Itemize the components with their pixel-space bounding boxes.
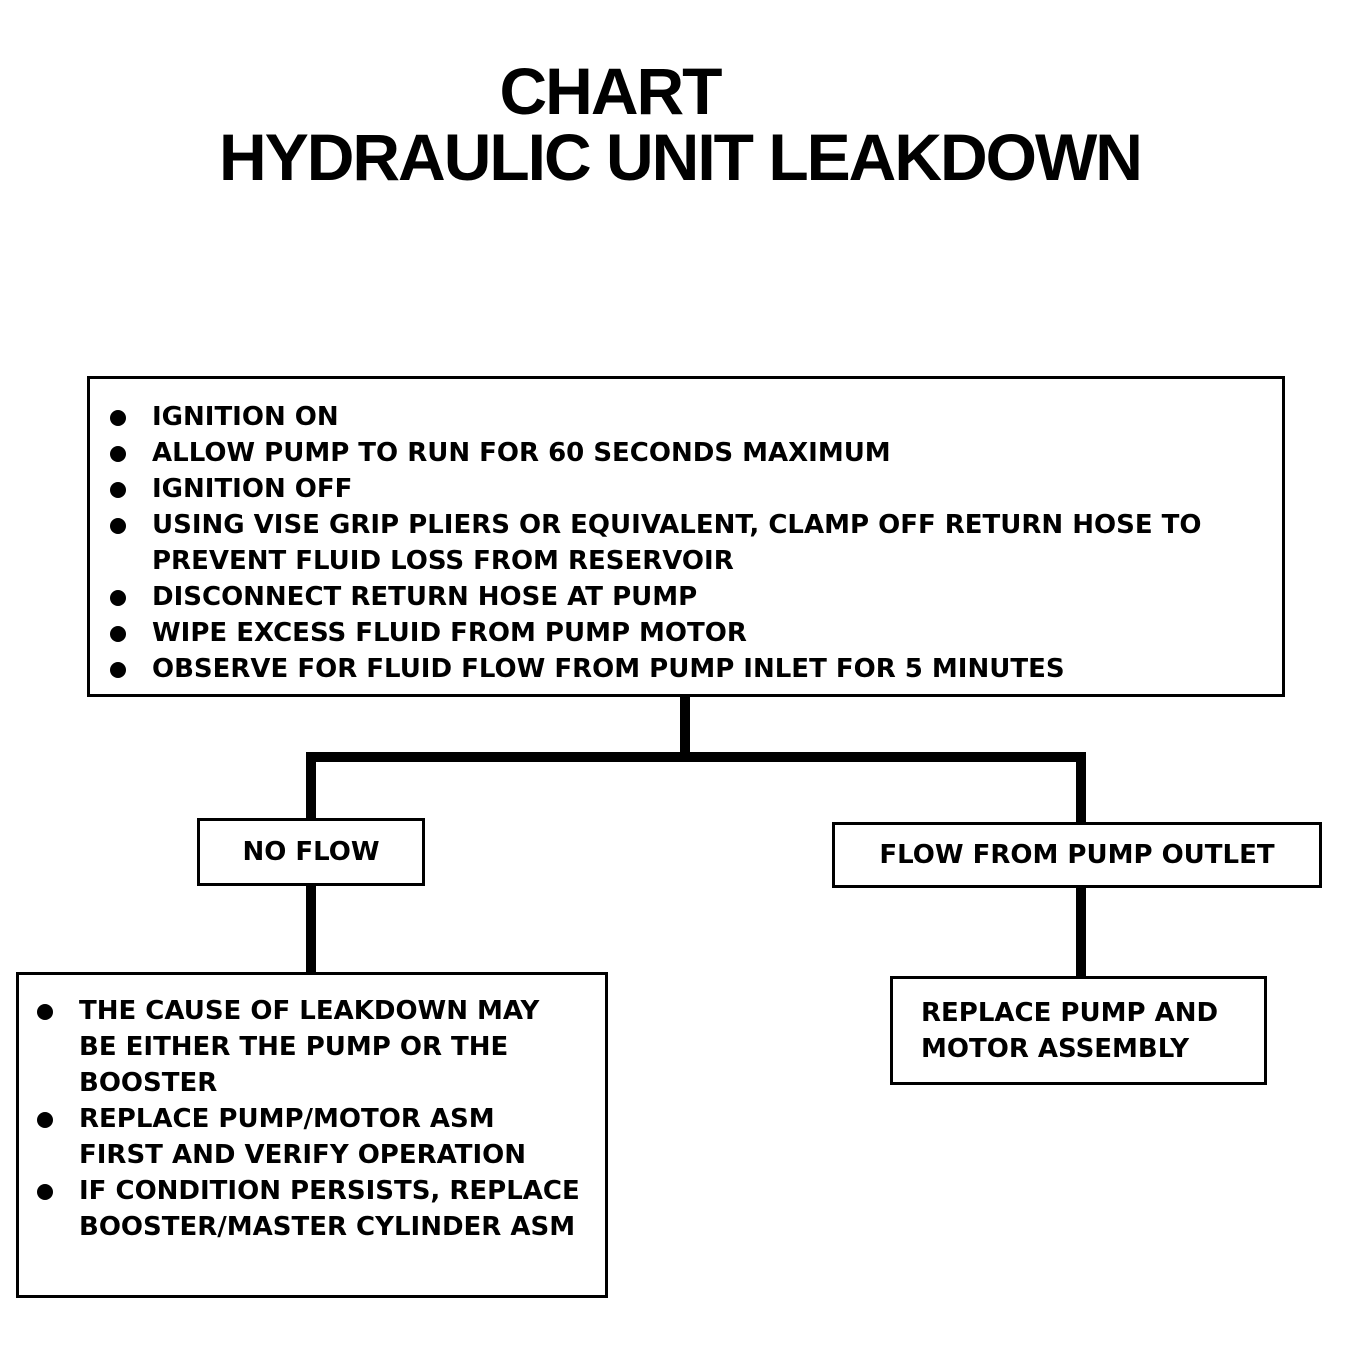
procedure-step: IGNITION OFF: [110, 471, 1252, 507]
no-flow-result-box: THE CAUSE OF LEAKDOWN MAY BE EITHER THE …: [16, 972, 608, 1298]
procedure-steps: IGNITION ON ALLOW PUMP TO RUN FOR 60 SEC…: [110, 399, 1252, 687]
flow-outlet-result-line2: MOTOR ASSEMBLY: [921, 1034, 1190, 1064]
connector-right-result: [1076, 888, 1086, 976]
no-flow-box: NO FLOW: [197, 818, 425, 886]
procedure-step: IGNITION ON: [110, 399, 1252, 435]
procedure-box: IGNITION ON ALLOW PUMP TO RUN FOR 60 SEC…: [87, 376, 1285, 697]
procedure-step: USING VISE GRIP PLIERS OR EQUIVALENT, CL…: [110, 507, 1252, 579]
connector-horizontal: [306, 752, 1086, 762]
no-flow-step: THE CAUSE OF LEAKDOWN MAY BE EITHER THE …: [37, 993, 585, 1101]
no-flow-steps: THE CAUSE OF LEAKDOWN MAY BE EITHER THE …: [37, 993, 585, 1245]
connector-main-down: [680, 697, 690, 757]
procedure-step: WIPE EXCESS FLUID FROM PUMP MOTOR: [110, 615, 1252, 651]
connector-left-down: [306, 752, 316, 818]
chart-title-line2: HYDRAULIC UNIT LEAKDOWN: [219, 120, 1143, 194]
flow-outlet-result-line1: REPLACE PUMP AND: [921, 998, 1219, 1028]
procedure-step: DISCONNECT RETURN HOSE AT PUMP: [110, 579, 1252, 615]
procedure-step: OBSERVE FOR FLUID FLOW FROM PUMP INLET F…: [110, 651, 1252, 687]
flow-from-pump-outlet-label: FLOW FROM PUMP OUTLET: [879, 840, 1275, 870]
chart-title-line1: CHART: [499, 54, 723, 128]
no-flow-label: NO FLOW: [242, 837, 380, 867]
flow-from-pump-outlet-box: FLOW FROM PUMP OUTLET: [832, 822, 1322, 888]
procedure-step: ALLOW PUMP TO RUN FOR 60 SECONDS MAXIMUM: [110, 435, 1252, 471]
connector-right-down: [1076, 752, 1086, 822]
no-flow-step: REPLACE PUMP/MOTOR ASM FIRST AND VERIFY …: [37, 1101, 585, 1173]
connector-left-result: [306, 886, 316, 972]
flow-outlet-result-box: REPLACE PUMP AND MOTOR ASSEMBLY: [890, 976, 1267, 1085]
no-flow-step: IF CONDITION PERSISTS, REPLACE BOOSTER/M…: [37, 1173, 585, 1245]
